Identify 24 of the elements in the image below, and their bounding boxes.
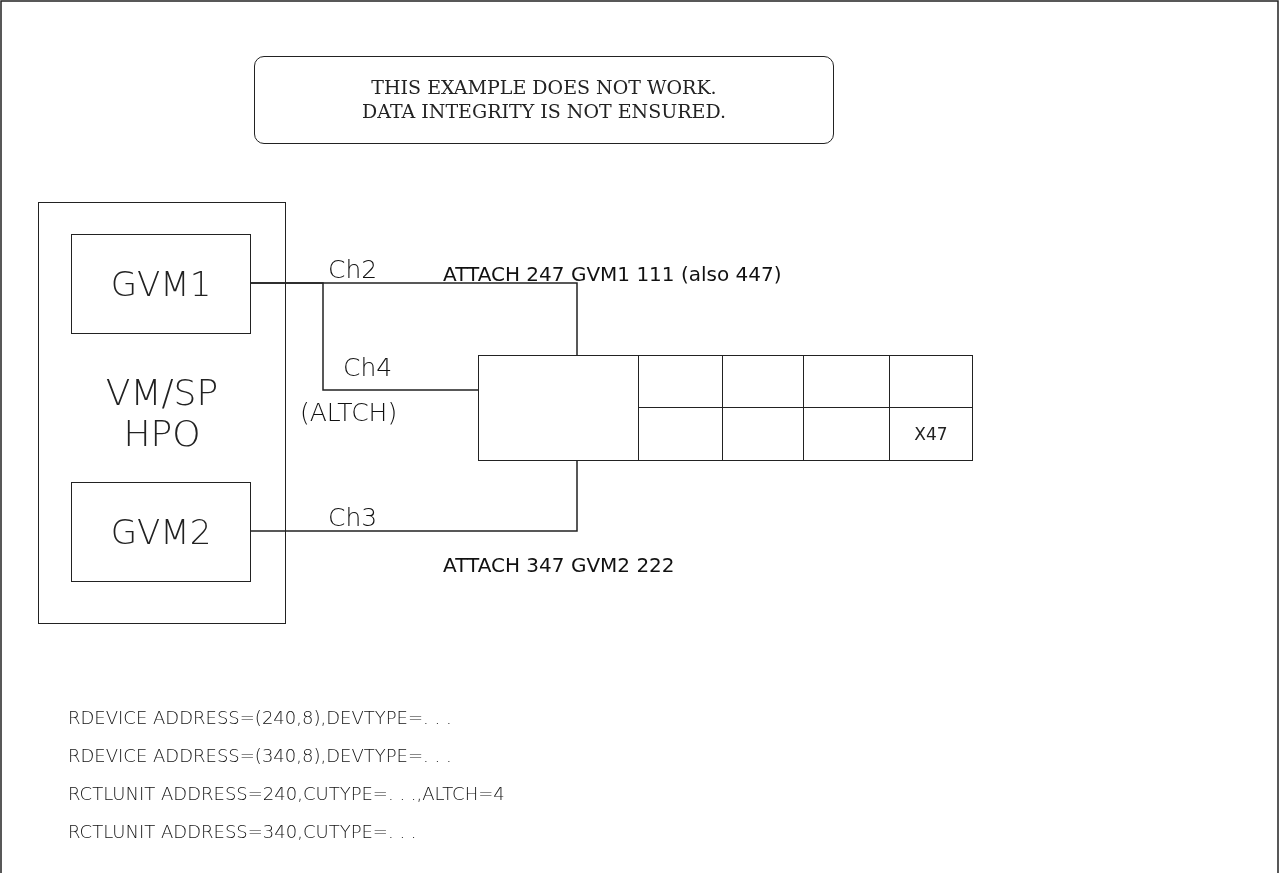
channel-label: Ch2 bbox=[328, 255, 378, 284]
channel-label: Ch4 bbox=[343, 353, 393, 382]
attach-command: ATTACH 247 GVM1 111 (also 447) bbox=[443, 262, 782, 286]
system-name: VM/SP HPO bbox=[104, 371, 220, 455]
system-box bbox=[38, 202, 286, 624]
warning-note: THIS EXAMPLE DOES NOT WORK. DATA INTEGRITY IS NOT ENSURED. bbox=[361, 76, 727, 124]
channel-note: (ALTCH) bbox=[300, 398, 398, 427]
attach-command: ATTACH 347 GVM2 222 bbox=[443, 553, 675, 577]
guest-name: GVM1 bbox=[110, 264, 212, 304]
config-statement: RCTLUNIT ADDRESS=340,CUTYPE=. . . bbox=[68, 821, 417, 842]
guest-name: GVM2 bbox=[110, 512, 212, 552]
guest-box bbox=[71, 482, 251, 582]
channel-line bbox=[249, 282, 479, 391]
config-statement: RCTLUNIT ADDRESS=240,CUTYPE=. . .,ALTCH=4 bbox=[68, 783, 505, 804]
channel-line bbox=[249, 460, 578, 532]
channel-label: Ch3 bbox=[328, 503, 378, 532]
config-statement: RDEVICE ADDRESS=(340,8),DEVTYPE=. . . bbox=[68, 745, 452, 766]
guest-box bbox=[71, 234, 251, 334]
note-box bbox=[254, 56, 834, 144]
device-address: X47 bbox=[914, 424, 948, 444]
device-cell bbox=[889, 355, 973, 408]
device-cell bbox=[889, 407, 973, 461]
config-statement: RDEVICE ADDRESS=(240,8),DEVTYPE=. . . bbox=[68, 707, 452, 728]
control-unit-box bbox=[478, 355, 639, 461]
